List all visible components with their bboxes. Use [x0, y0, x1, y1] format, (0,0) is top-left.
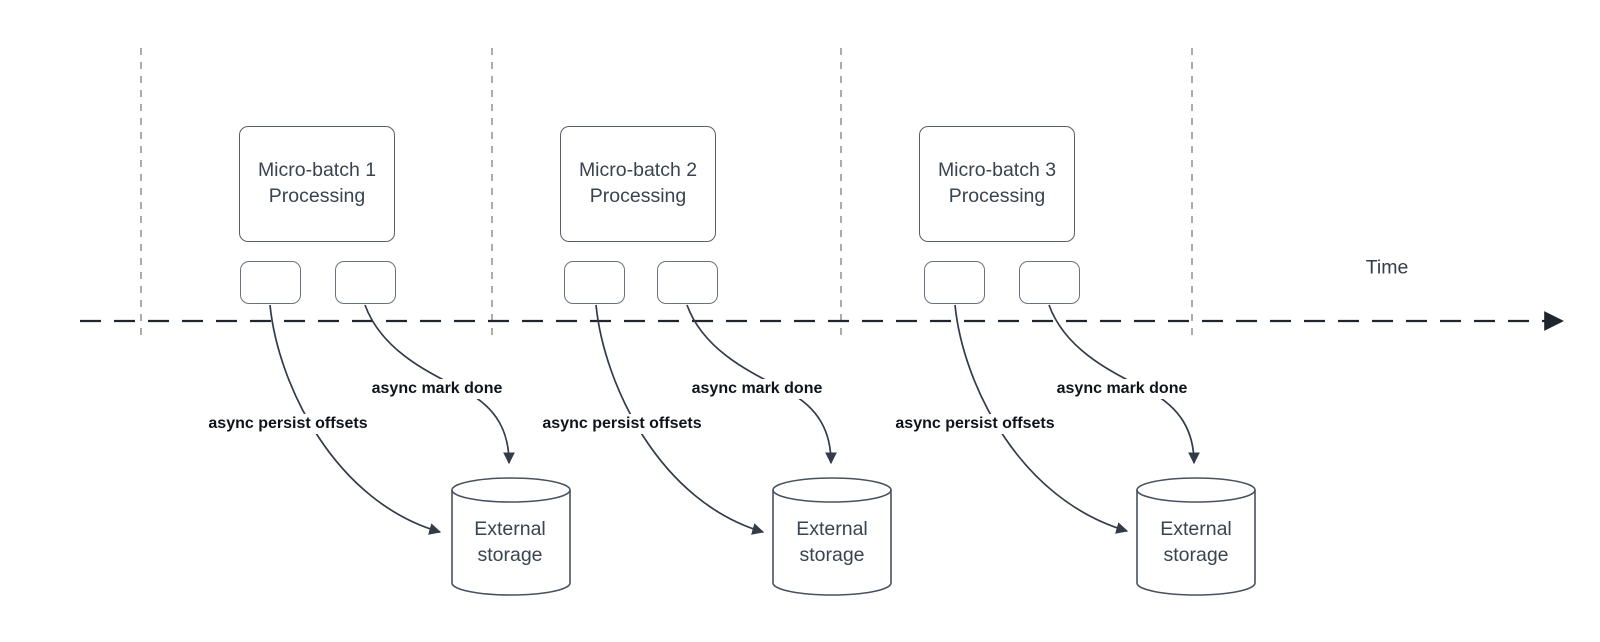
async-mark-done-label-1: async mark done: [368, 379, 506, 399]
micro-batch-3-label: Micro-batch 3 Processing: [937, 159, 1057, 207]
async-task-box-3a: [924, 261, 985, 304]
async-task-box-2b: [657, 261, 718, 304]
external-storage-cylinder-2: [772, 477, 892, 596]
async-persist-offsets-arrow-2: [595, 304, 765, 535]
async-task-box-3b: [1019, 261, 1080, 304]
micro-batch-2-label: Micro-batch 2 Processing: [578, 159, 698, 207]
external-storage-label-3: External storage: [1160, 518, 1232, 566]
external-storage-cylinder-3: [1136, 477, 1256, 596]
micro-batch-2-processing-box: Micro-batch 2 Processing: [560, 126, 716, 242]
micro-batch-1-processing-box: Micro-batch 1 Processing: [239, 126, 395, 242]
external-storage-label-1: External storage: [474, 518, 546, 566]
micro-batch-1-label: Micro-batch 1 Processing: [257, 159, 377, 207]
external-storage-label-2: External storage: [796, 518, 868, 566]
async-persist-offsets-arrow-1: [269, 304, 442, 535]
time-axis-label: Time: [1365, 256, 1409, 279]
async-mark-done-label-2: async mark done: [688, 379, 826, 399]
async-mark-done-label-3: async mark done: [1053, 379, 1191, 399]
async-task-box-2a: [564, 261, 625, 304]
async-persist-offsets-arrow-3: [954, 304, 1129, 534]
async-persist-offsets-label-1: async persist offsets: [205, 414, 371, 434]
async-persist-offsets-label-2: async persist offsets: [539, 414, 705, 434]
async-persist-offsets-label-3: async persist offsets: [892, 414, 1058, 434]
async-task-box-1a: [240, 261, 301, 304]
micro-batch-3-processing-box: Micro-batch 3 Processing: [919, 126, 1075, 242]
async-task-box-1b: [335, 261, 396, 304]
external-storage-cylinder-1: [451, 477, 571, 596]
